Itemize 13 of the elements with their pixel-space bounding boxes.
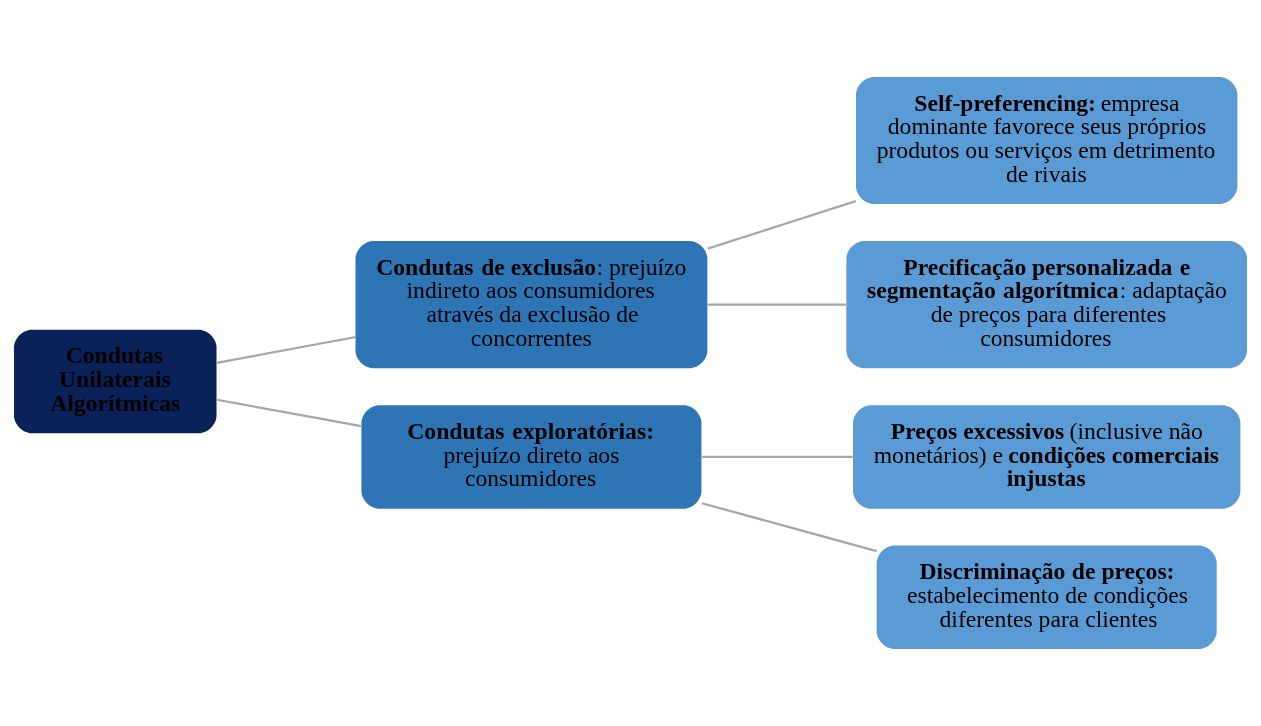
node-box: Precificação personalizada e segmentação algorítmica: adaptação de preços para diferentes consumidores xyxy=(846,241,1248,369)
connector xyxy=(707,303,847,306)
node-box: Condutas Unilaterais Algorítmicas xyxy=(13,329,217,434)
connector xyxy=(702,455,853,458)
node-box: Discriminação de preços: estabelecimento de condições diferentes para clientes xyxy=(876,545,1217,650)
node-box: Preços excessivos (inclusive não monetários) e condições comerciais injustas xyxy=(853,405,1241,509)
connector xyxy=(216,398,362,428)
node-box: Condutas de exclusão: prejuízo indireto aos consumidores através da exclusão de concorrentes xyxy=(355,241,708,369)
connector xyxy=(216,335,356,364)
node-box: Condutas exploratórias: prejuízo direto aos consumidores xyxy=(361,405,702,509)
node-box: Self-preferencing: empresa dominante favorece seus próprios produtos ou serviços em detrimento de rivais xyxy=(855,76,1238,205)
connector xyxy=(707,200,857,250)
connector xyxy=(701,502,877,553)
